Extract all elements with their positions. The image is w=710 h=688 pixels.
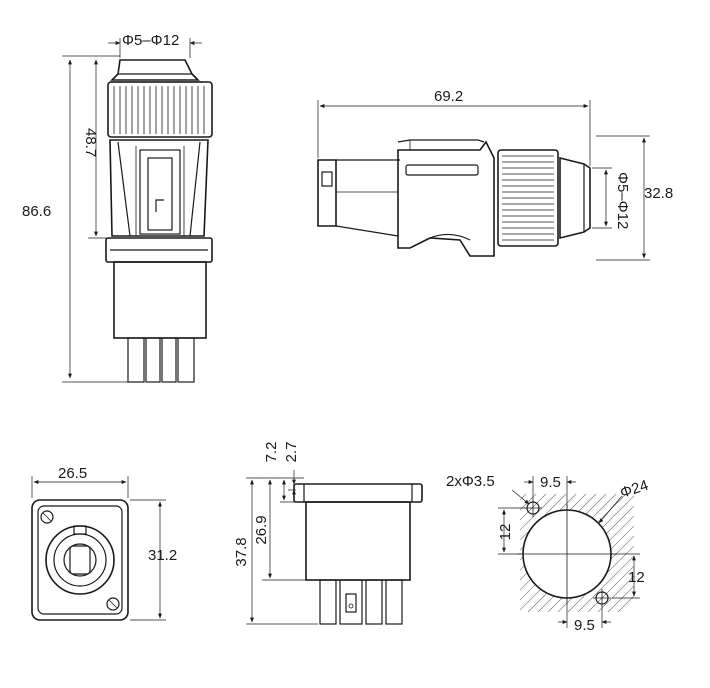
dim-cutout-diameter: Φ24 [618, 477, 651, 502]
dim-flange-width: 26.5 [58, 465, 87, 482]
flange-side-view [293, 483, 423, 625]
dim-flange-side-a: 7.2 [263, 442, 280, 463]
dim-side-height: 32.8 [644, 185, 673, 202]
dim-flange-side-c: 37.8 [233, 537, 250, 566]
side-view [317, 139, 591, 257]
dim-side-cable-diameter: Φ5–Φ12 [614, 172, 631, 229]
flange-front-view [31, 499, 129, 621]
side-view-dimensions: 69.2 Φ5–Φ12 32.8 [317, 88, 673, 261]
dim-flange-side-d: 26.9 [253, 515, 270, 544]
dim-flange-height: 31.2 [148, 547, 177, 564]
flange-side-dimensions: 37.8 26.9 7.2 2.7 [233, 442, 318, 625]
knurl-lines-side [502, 155, 554, 241]
dim-side-length: 69.2 [434, 88, 463, 105]
dim-front-cable-length: 48.7 [82, 128, 99, 157]
dim-cutout-spacing-top: 9.5 [540, 474, 561, 491]
dim-front-total-length: 86.6 [22, 203, 51, 220]
dim-flange-side-b: 2.7 [283, 442, 300, 463]
dim-cutout-offset-left: 12 [497, 524, 514, 541]
panel-hatching [520, 494, 634, 612]
front-view [105, 59, 213, 383]
dim-cutout-offset-right: 12 [628, 569, 645, 586]
dim-front-cable-diameter: Φ5–Φ12 [122, 32, 179, 49]
panel-cutout-view [517, 494, 634, 612]
dim-cutout-spacing-bottom: 9.5 [574, 617, 595, 634]
knurl-lines [113, 86, 205, 134]
front-view-dimensions: Φ5–Φ12 86.6 48.7 [22, 32, 202, 383]
flange-front-dimensions: 26.5 31.2 [31, 465, 177, 621]
dim-cutout-holes: 2xΦ3.5 [446, 473, 495, 490]
